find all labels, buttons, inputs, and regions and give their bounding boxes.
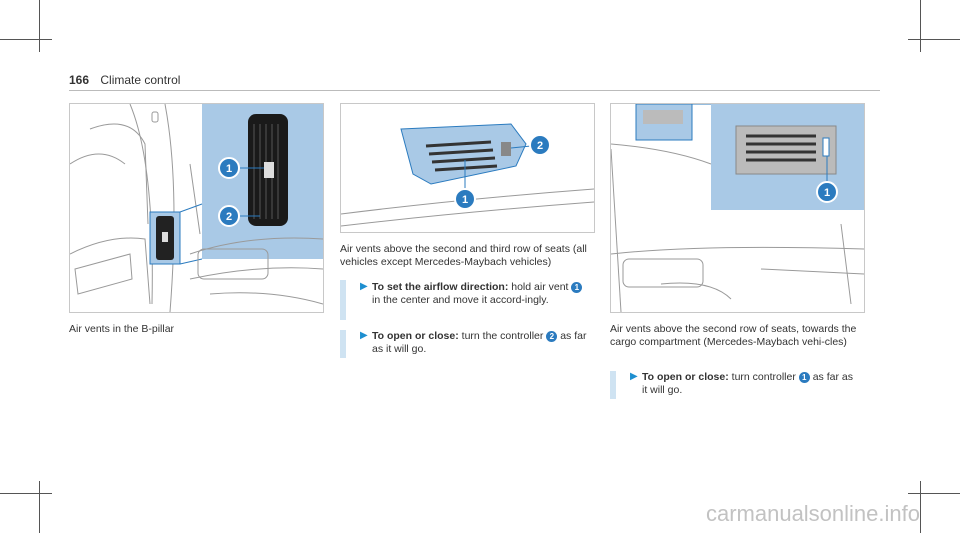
step-open-close-text-b: as far as it will go. [372,330,587,355]
figure-2-caption: Air vents above the second and third row… [340,243,587,268]
step-open-close-maybach-text-b: as far as it will go. [642,371,853,396]
step-bar [340,280,346,320]
section-title: Climate control [100,73,181,87]
crop-mark [908,39,960,40]
header-rule [69,90,880,91]
figure-3-caption: Air vents above the second row of seats,… [610,323,857,348]
callout-2: 2 [546,331,558,342]
step-airflow-text-a: hold air vent [511,281,569,293]
maybach-vent-illustration: 1 [611,104,864,312]
crop-mark [920,0,921,52]
figure-roof-vents: 2 1 [340,103,595,233]
crop-mark [920,481,921,533]
crop-mark [0,39,52,40]
callout-1: 1 [798,372,810,383]
step-bar [340,330,346,358]
step-open-close-maybach-text-a: turn controller [731,371,796,383]
callout-1: 1 [226,163,232,175]
callout-1: 1 [462,194,468,206]
callout-1: 1 [571,282,583,293]
figure-b-pillar-vents: 1 2 [69,103,324,313]
b-pillar-illustration: 1 2 [70,104,323,312]
callout-2: 2 [226,211,232,223]
step-open-close-text-a: turn the controller [461,330,544,342]
step-open-close-title: To open or close: [372,330,459,342]
callout-2: 2 [537,140,543,152]
step-arrow-icon: ▶ [630,371,638,382]
step-open-close-maybach: To open or close: turn controller 1 as f… [642,371,857,397]
crop-mark [908,493,960,494]
crop-mark [0,493,52,494]
step-airflow-text-b: in the center and move it accord-ingly. [372,294,549,306]
step-open-close: To open or close: turn the controller 2 … [372,330,587,356]
figure-maybach-vents: 1 [610,103,865,313]
page-number: 166 [69,73,90,87]
step-arrow-icon: ▶ [360,330,368,341]
step-airflow-title: To set the airflow direction: [372,281,509,293]
crop-mark [39,481,40,533]
page-header: 166 Climate control [69,73,180,87]
callout-1: 1 [824,187,830,199]
figure-1-caption: Air vents in the B-pillar [69,323,175,335]
step-airflow: To set the airflow direction: hold air v… [372,281,587,307]
step-arrow-icon: ▶ [360,281,368,292]
step-bar [610,371,616,399]
watermark: carmanualsonline.info [705,501,920,526]
crop-mark [39,0,40,52]
roof-vent-illustration: 2 1 [341,123,594,227]
step-open-close-maybach-title: To open or close: [642,371,729,383]
